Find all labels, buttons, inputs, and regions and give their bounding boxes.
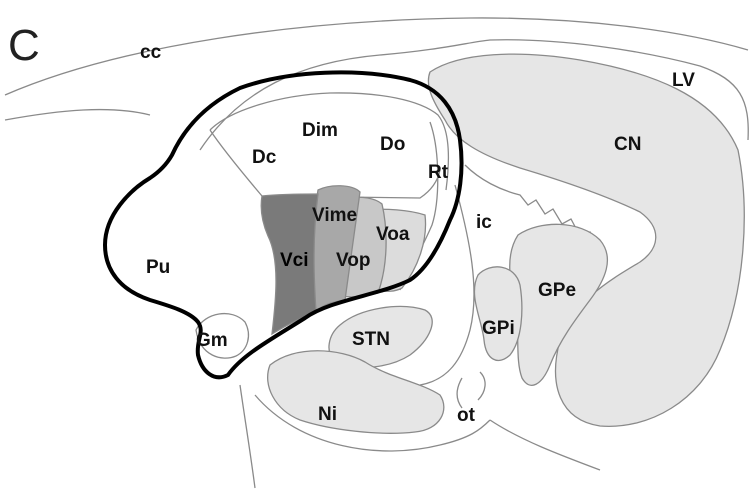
label-dim: Dim <box>302 120 338 141</box>
label-lv: LV <box>672 70 695 91</box>
label-voa: Voa <box>376 224 410 245</box>
cortex-boundary <box>5 110 150 120</box>
label-cc: cc <box>140 42 162 63</box>
label-ic: ic <box>476 212 492 233</box>
substantia-nigra-shape <box>268 351 444 434</box>
globus-pallidus-internus-shape <box>474 267 521 361</box>
label-vop: Vop <box>336 250 370 271</box>
label-dc: Dc <box>252 147 277 168</box>
label-gpe: GPe <box>538 280 576 301</box>
label-do: Do <box>380 134 405 155</box>
label-ni: Ni <box>318 404 337 425</box>
basal-contour <box>490 420 600 470</box>
panel-letter: C <box>8 21 40 70</box>
label-ot: ot <box>457 405 476 426</box>
label-stn: STN <box>352 329 390 350</box>
midbrain-contour <box>240 385 255 488</box>
label-gpi: GPi <box>482 318 515 339</box>
internal-capsule-line <box>420 185 474 385</box>
optic-tract-contour <box>457 372 485 408</box>
label-pu: Pu <box>146 257 170 278</box>
label-vci: Vci <box>280 250 309 271</box>
label-cn: CN <box>614 134 641 155</box>
label-vime: Vime <box>312 205 357 226</box>
thalamus-upper-boundary <box>210 93 448 190</box>
label-rt: Rt <box>428 162 449 183</box>
label-gm: Gm <box>196 330 228 351</box>
